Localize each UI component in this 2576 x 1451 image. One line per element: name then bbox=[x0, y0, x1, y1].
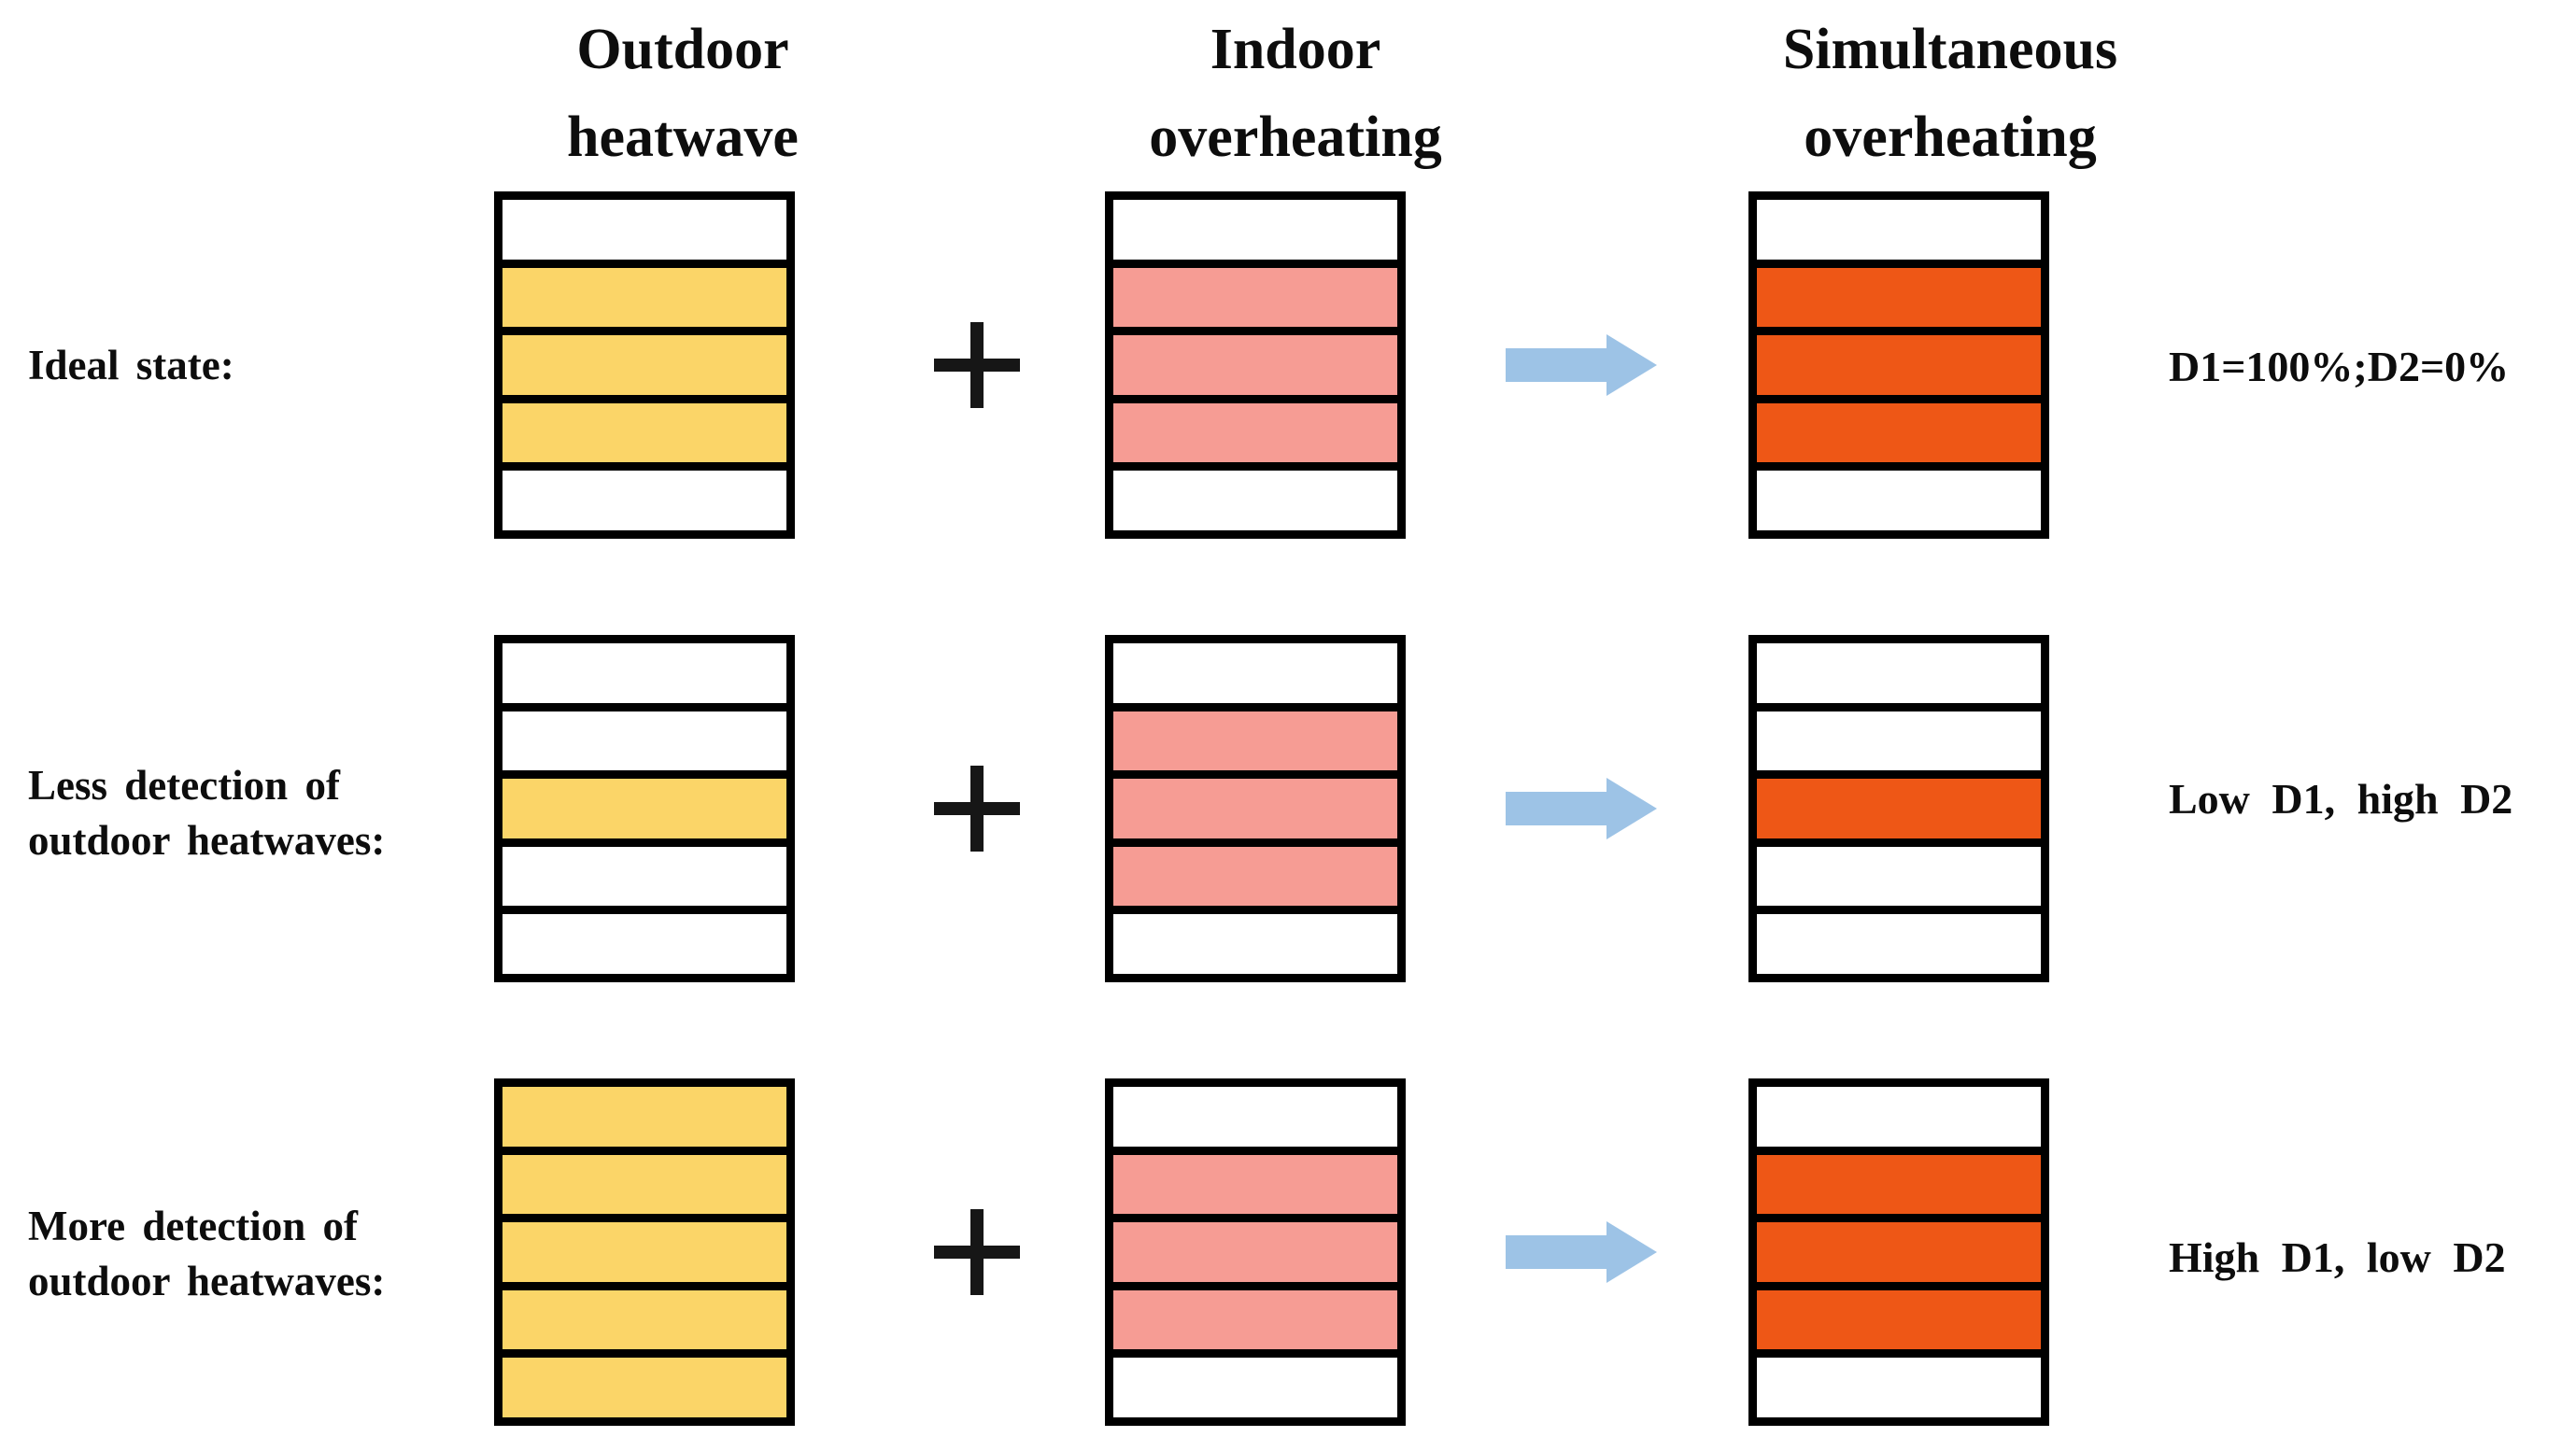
grid-segment-filled bbox=[1113, 1289, 1397, 1359]
grid-segment-filled bbox=[1757, 1289, 2041, 1359]
grid-segment-filled bbox=[1113, 779, 1397, 847]
grid-segment-filled bbox=[1113, 335, 1397, 403]
grid-segment-empty bbox=[1113, 1087, 1397, 1155]
grid-segment-filled bbox=[502, 1289, 786, 1359]
grid-simultaneous-overheating-row2 bbox=[1748, 635, 2049, 982]
grid-segment-empty bbox=[502, 471, 786, 530]
result-label-row2: Low D1, high D2 bbox=[2169, 775, 2513, 823]
row-label-line: More detection of bbox=[28, 1203, 359, 1249]
grid-simultaneous-overheating-row1 bbox=[1748, 191, 2049, 539]
grid-segment-empty bbox=[502, 643, 786, 711]
arrow-body bbox=[1506, 1235, 1606, 1269]
grid-segment-filled bbox=[1113, 267, 1397, 336]
grid-segment-filled bbox=[502, 1358, 786, 1417]
grid-outdoor-heatwave-row3 bbox=[494, 1078, 795, 1426]
row-label-ideal-state: Ideal state: bbox=[28, 338, 476, 393]
row-label-less-detection: Less detection of outdoor heatwaves: bbox=[28, 758, 476, 868]
grid-segment-empty bbox=[502, 846, 786, 915]
grid-segment-filled bbox=[1757, 779, 2041, 847]
grid-segment-filled bbox=[1757, 402, 2041, 472]
grid-segment-filled bbox=[1757, 335, 2041, 403]
right-arrow-icon bbox=[1506, 1221, 1657, 1283]
grid-segment-empty bbox=[1113, 914, 1397, 974]
grid-segment-empty bbox=[1757, 711, 2041, 780]
column-header-indoor-overheating: Indoor overheating bbox=[969, 6, 1622, 181]
grid-segment-empty bbox=[1113, 1358, 1397, 1417]
grid-segment-empty bbox=[1757, 643, 2041, 711]
grid-segment-filled bbox=[1113, 402, 1397, 472]
grid-outdoor-heatwave-row2 bbox=[494, 635, 795, 982]
grid-segment-filled bbox=[502, 779, 786, 847]
grid-segment-filled bbox=[502, 335, 786, 403]
header-line: overheating bbox=[1804, 106, 2097, 169]
grid-segment-empty bbox=[1757, 1358, 2041, 1417]
grid-segment-filled bbox=[1757, 1154, 2041, 1223]
right-arrow-icon bbox=[1506, 334, 1657, 396]
grid-segment-empty bbox=[1757, 846, 2041, 915]
grid-segment-empty bbox=[1757, 1087, 2041, 1155]
grid-segment-filled bbox=[502, 402, 786, 472]
grid-segment-filled bbox=[502, 1154, 786, 1223]
grid-segment-filled bbox=[1113, 711, 1397, 780]
grid-segment-filled bbox=[1757, 267, 2041, 336]
grid-segment-filled bbox=[502, 267, 786, 336]
grid-segment-filled bbox=[1113, 1222, 1397, 1290]
grid-segment-empty bbox=[1757, 200, 2041, 268]
column-header-simultaneous-overheating: Simultaneous overheating bbox=[1623, 6, 2277, 181]
grid-segment-filled bbox=[1757, 1222, 2041, 1290]
row-label-line: outdoor heatwaves: bbox=[28, 1258, 386, 1304]
grid-segment-empty bbox=[1757, 471, 2041, 530]
grid-segment-filled bbox=[502, 1222, 786, 1290]
header-line: Outdoor bbox=[576, 18, 789, 81]
grid-segment-empty bbox=[1113, 643, 1397, 711]
plus-icon bbox=[934, 1209, 1020, 1295]
header-line: overheating bbox=[1149, 106, 1442, 169]
column-header-outdoor-heatwave: Outdoor heatwave bbox=[356, 6, 1010, 181]
header-line: Simultaneous bbox=[1782, 18, 2118, 81]
plus-icon bbox=[934, 766, 1020, 852]
row-label-line: outdoor heatwaves: bbox=[28, 817, 386, 864]
grid-indoor-overheating-row2 bbox=[1105, 635, 1406, 982]
result-label-row3: High D1, low D2 bbox=[2169, 1233, 2506, 1281]
grid-segment-empty bbox=[502, 914, 786, 974]
grid-indoor-overheating-row3 bbox=[1105, 1078, 1406, 1426]
header-line: heatwave bbox=[567, 106, 799, 169]
grid-segment-empty bbox=[1113, 471, 1397, 530]
grid-segment-empty bbox=[502, 200, 786, 268]
grid-segment-empty bbox=[1113, 200, 1397, 268]
row-label-more-detection: More detection of outdoor heatwaves: bbox=[28, 1199, 476, 1309]
plus-icon bbox=[934, 322, 1020, 408]
arrow-head bbox=[1606, 778, 1657, 839]
row-label-line: Less detection of bbox=[28, 762, 340, 809]
arrow-body bbox=[1506, 792, 1606, 825]
result-label-row1: D1=100%;D2=0% bbox=[2169, 343, 2510, 390]
grid-outdoor-heatwave-row1 bbox=[494, 191, 795, 539]
grid-segment-filled bbox=[1113, 1154, 1397, 1223]
grid-segment-filled bbox=[502, 1087, 786, 1155]
grid-segment-filled bbox=[1113, 846, 1397, 915]
row-label-line: Ideal state: bbox=[28, 342, 234, 388]
right-arrow-icon bbox=[1506, 778, 1657, 839]
grid-simultaneous-overheating-row3 bbox=[1748, 1078, 2049, 1426]
arrow-head bbox=[1606, 334, 1657, 396]
grid-segment-empty bbox=[1757, 914, 2041, 974]
header-line: Indoor bbox=[1210, 18, 1381, 81]
arrow-head bbox=[1606, 1221, 1657, 1283]
arrow-body bbox=[1506, 348, 1606, 382]
grid-indoor-overheating-row1 bbox=[1105, 191, 1406, 539]
grid-segment-empty bbox=[502, 711, 786, 780]
